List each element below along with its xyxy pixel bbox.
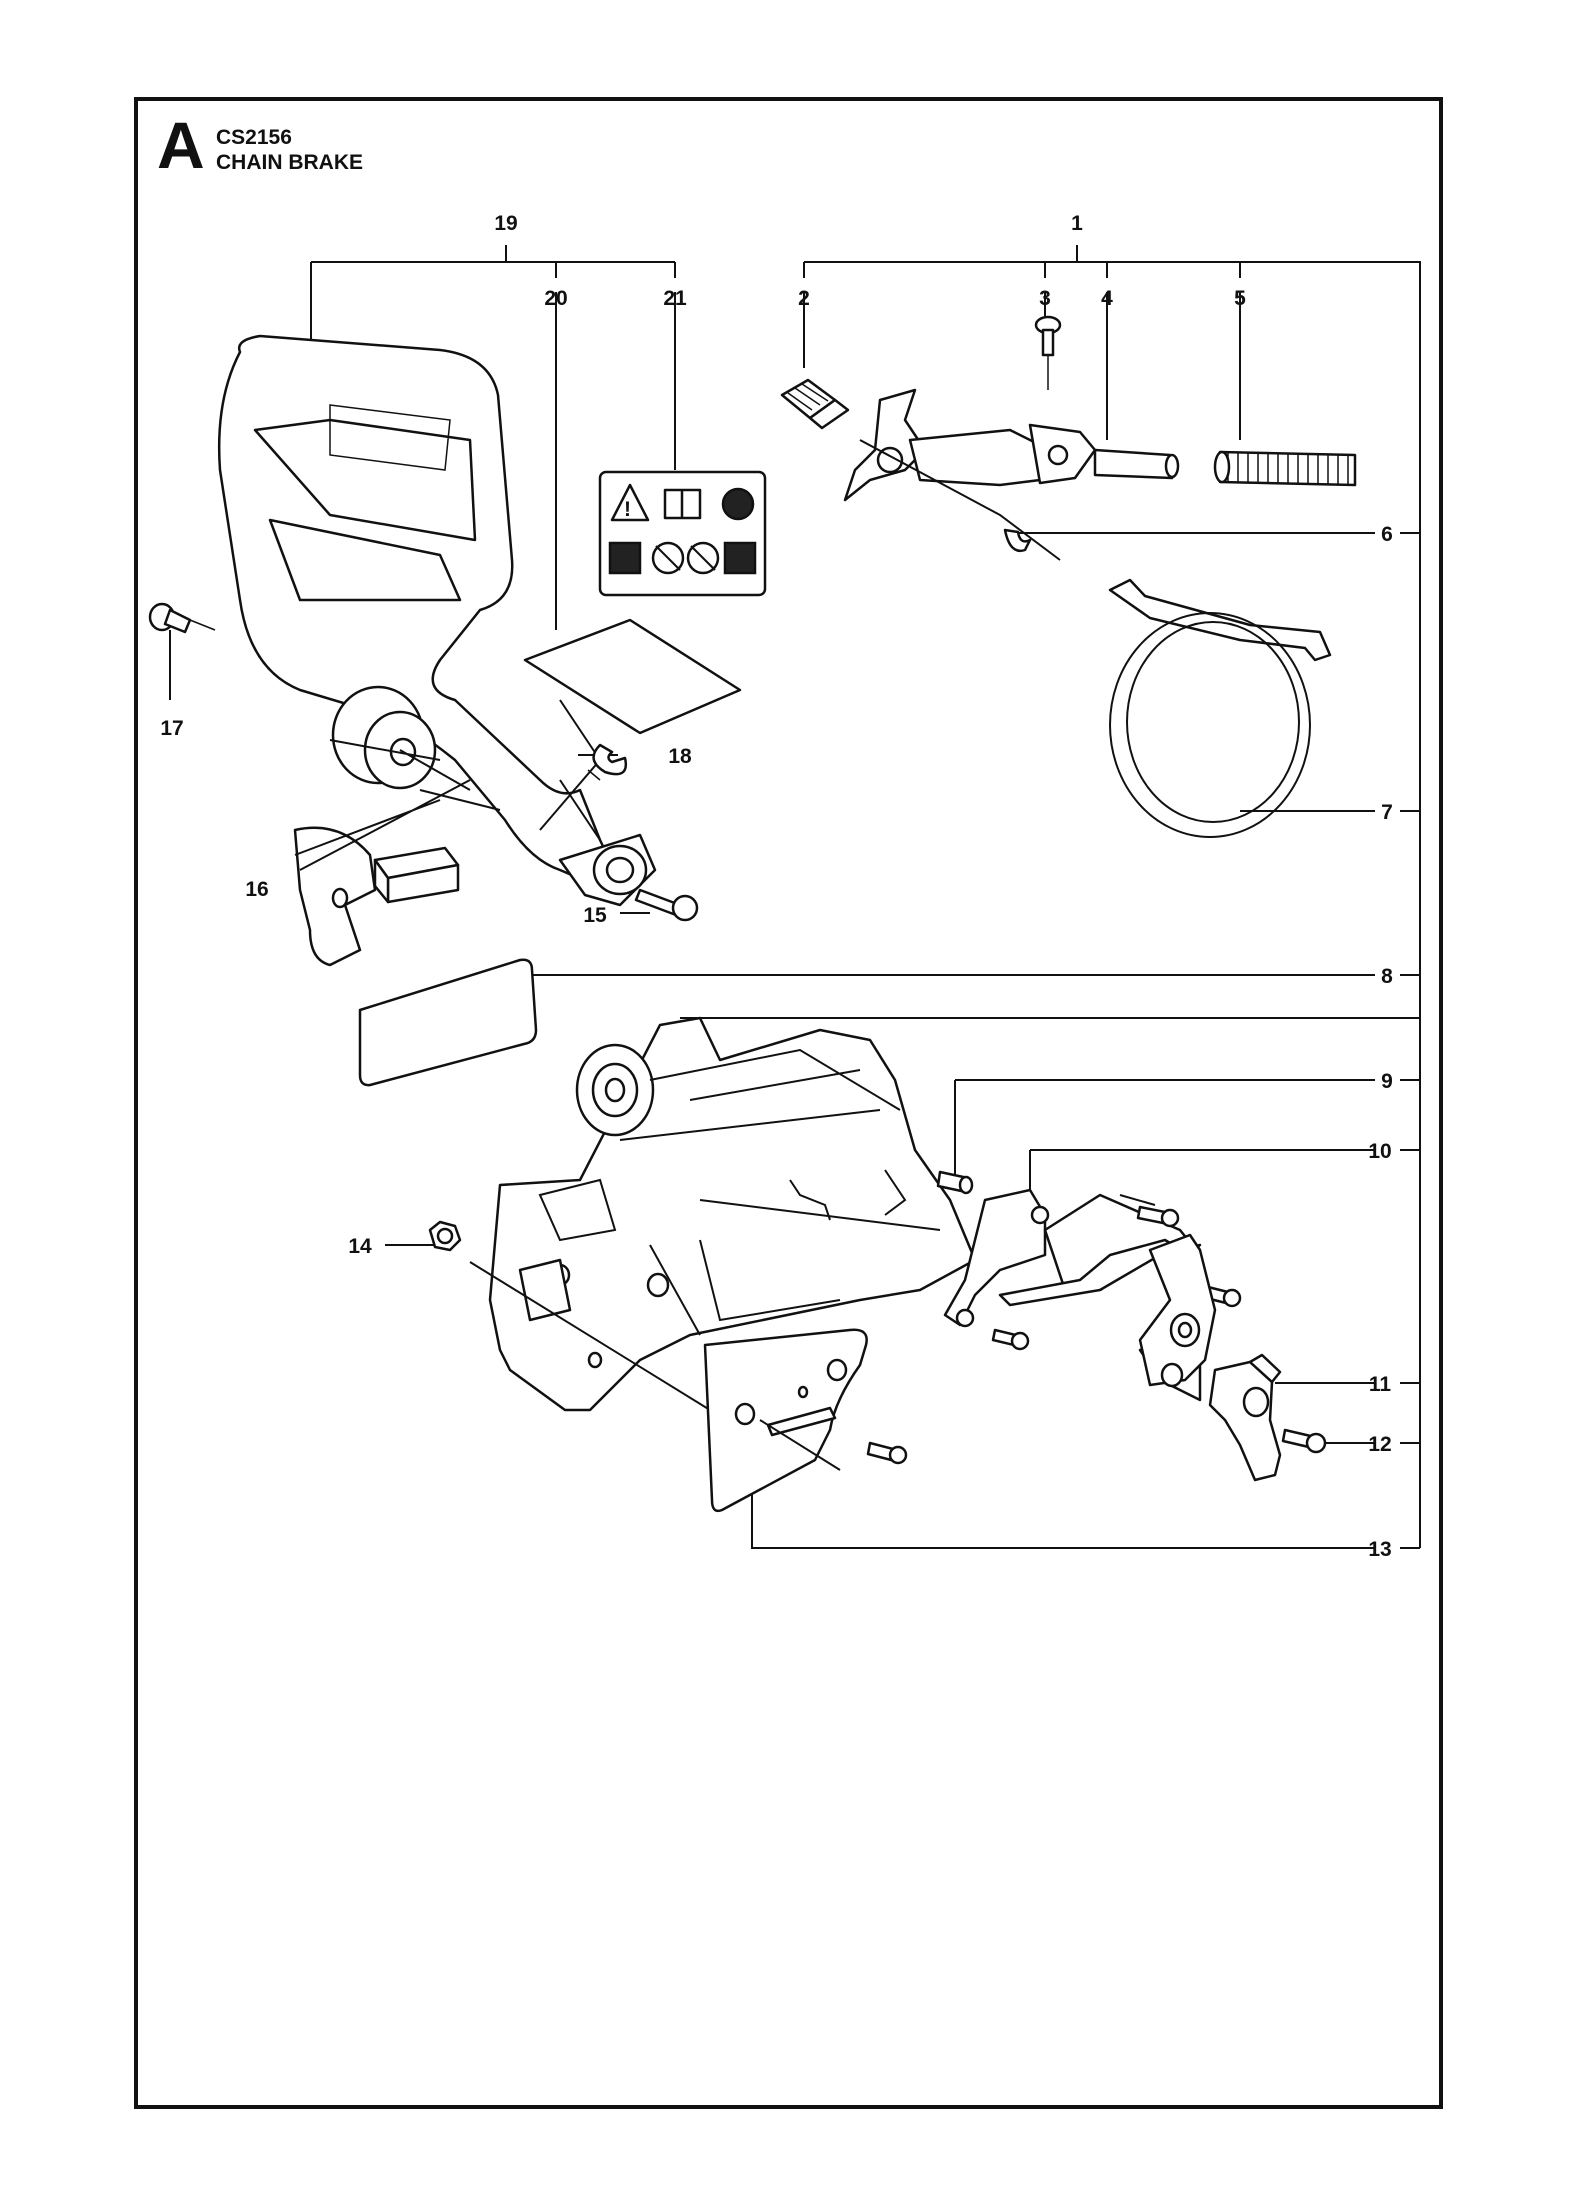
callout-15: 15 <box>583 904 607 927</box>
callout-13: 13 <box>1368 1538 1391 1561</box>
callout-6: 6 <box>1381 523 1393 546</box>
callout-8: 8 <box>1381 965 1393 988</box>
side-guard <box>1099 1233 1217 1402</box>
callout-11: 11 <box>1369 1373 1392 1396</box>
brake-lever-part-4 <box>843 388 1180 561</box>
callout-4: 4 <box>1101 287 1113 310</box>
callout-14: 14 <box>348 1235 372 1258</box>
section-letter: A <box>157 108 205 182</box>
screw-part-12 <box>1281 1428 1327 1454</box>
callout-3: 3 <box>1039 287 1051 310</box>
nut-part-14 <box>428 1220 462 1252</box>
callout-18: 18 <box>668 745 692 768</box>
callout-10: 10 <box>1368 1140 1391 1163</box>
callout-2: 2 <box>798 287 810 310</box>
callout-12: 12 <box>1368 1433 1391 1456</box>
pin-part-9 <box>936 1170 974 1195</box>
svg-text:!: ! <box>624 498 631 521</box>
callout-9: 9 <box>1381 1070 1393 1093</box>
callout-17: 17 <box>160 717 183 740</box>
bar-plate-part-13 <box>703 1328 908 1513</box>
circlip-part-18 <box>587 743 628 781</box>
callout-16: 16 <box>245 878 268 901</box>
callout-20: 20 <box>544 287 567 310</box>
warning-decal-part-21: ! <box>598 470 767 597</box>
spring-part-5 <box>1213 450 1357 487</box>
screw-part-17 <box>148 602 216 634</box>
bracket-part-11 <box>1208 1353 1282 1482</box>
callout-21: 21 <box>663 287 687 310</box>
label-sheet-part-20 <box>523 618 742 735</box>
callout-5: 5 <box>1234 287 1246 310</box>
decal-part-8 <box>358 958 538 1087</box>
drawing-frame <box>134 97 1443 2109</box>
diagram-title: CHAIN BRAKE <box>216 151 363 174</box>
brake-band-part-7 <box>1108 578 1332 838</box>
small-screw-part-3 <box>1034 315 1062 390</box>
callout-7: 7 <box>1381 801 1393 824</box>
model-number: CS2156 <box>216 126 292 149</box>
brake-plate-part-16 <box>293 779 471 967</box>
clutch-cover-housing <box>469 1016 977 1412</box>
clip-part-6 <box>1003 528 1032 553</box>
knob-part-2 <box>780 378 850 430</box>
callout-labels: 1 2 3 4 5 6 7 8 9 10 11 12 13 14 15 16 1… <box>160 212 1393 1561</box>
callout-19: 19 <box>494 212 517 235</box>
callout-1: 1 <box>1071 212 1083 235</box>
shoulder-screw-part-15 <box>634 888 699 922</box>
front-hand-guard-part-19 <box>217 334 657 907</box>
